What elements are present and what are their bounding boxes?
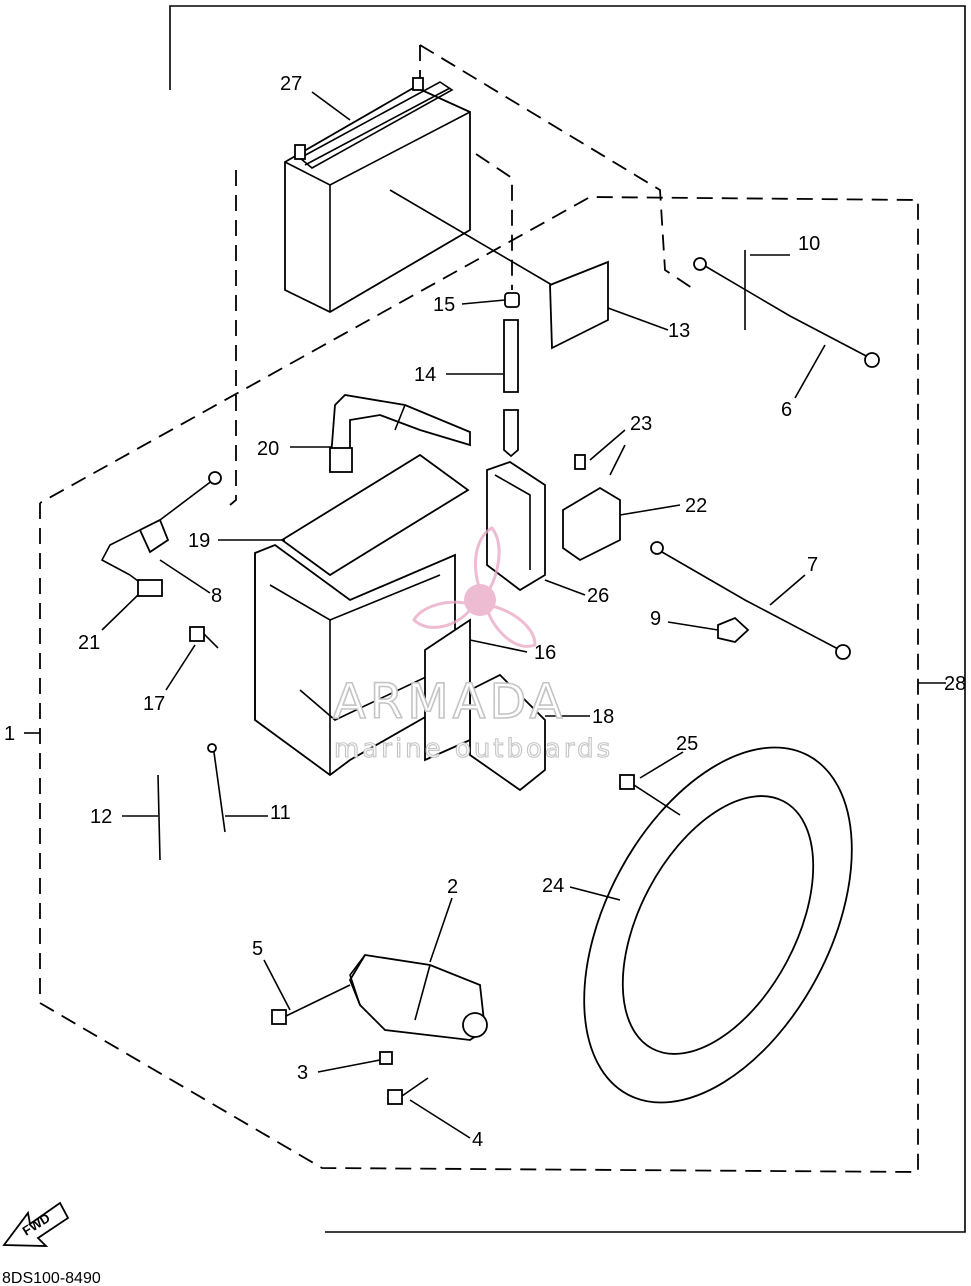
battery-cable-negative: [693, 250, 880, 368]
fuse-holder-cover: [486, 461, 546, 592]
battery-sheet: [280, 453, 470, 577]
callout-18: 18: [592, 706, 614, 728]
battery-pad: [389, 189, 609, 350]
callout-13: 13: [668, 320, 690, 342]
callout-28: 28: [944, 673, 966, 695]
battery-cable-positive: [650, 541, 851, 660]
callout-6: 6: [781, 399, 792, 421]
callout-3: 3: [297, 1062, 308, 1084]
cable-ties: [157, 743, 226, 861]
callout-23: 23: [630, 413, 652, 435]
callout-4: 4: [472, 1129, 483, 1151]
fuse-lead: [100, 471, 222, 597]
callout-21: 21: [78, 632, 100, 654]
battery: [229, 77, 471, 506]
callout-20: 20: [257, 438, 279, 460]
battery-band: [329, 394, 471, 473]
watermark: ARMADA marine outboards: [332, 526, 613, 765]
callout-2: 2: [447, 876, 458, 898]
assembly-outline-1: [39, 44, 919, 1173]
callout-12: 12: [90, 806, 112, 828]
starter-motor: [271, 954, 488, 1105]
drawing-code: 8DS100-8490: [2, 1270, 101, 1286]
callout-25: 25: [676, 733, 698, 755]
callout-5: 5: [252, 938, 263, 960]
callout-27: 27: [280, 73, 302, 95]
breather-hose: [475, 153, 520, 458]
callout-22: 22: [685, 495, 707, 517]
callout-labels: 27 1 28 15 13 14 10 6 20 23 22 19 7 8 26…: [4, 73, 966, 1151]
callout-19: 19: [188, 530, 210, 552]
callout-14: 14: [414, 364, 436, 386]
callout-11: 11: [270, 802, 291, 824]
callout-8: 8: [211, 585, 222, 607]
fwd-arrow: FWD: [2, 1201, 70, 1247]
callout-24: 24: [542, 875, 564, 897]
callout-26: 26: [587, 585, 609, 607]
callout-10: 10: [798, 233, 820, 255]
frame-lines: [169, 5, 966, 1233]
callout-9: 9: [650, 608, 661, 630]
leader-lines: [24, 91, 946, 1139]
pulser-rotor: [583, 746, 853, 1104]
callout-17: 17: [143, 693, 165, 715]
starter-relay: [562, 444, 626, 562]
propeller-logo: [412, 526, 537, 648]
callout-7: 7: [807, 554, 818, 576]
callout-1: 1: [4, 723, 15, 745]
watermark-tagline: marine outboards: [334, 734, 613, 764]
watermark-brand: ARMADA: [333, 674, 566, 730]
callout-16: 16: [534, 642, 556, 664]
callout-15: 15: [433, 294, 455, 316]
battery-case: [254, 543, 546, 792]
bolt-17: [189, 626, 219, 649]
